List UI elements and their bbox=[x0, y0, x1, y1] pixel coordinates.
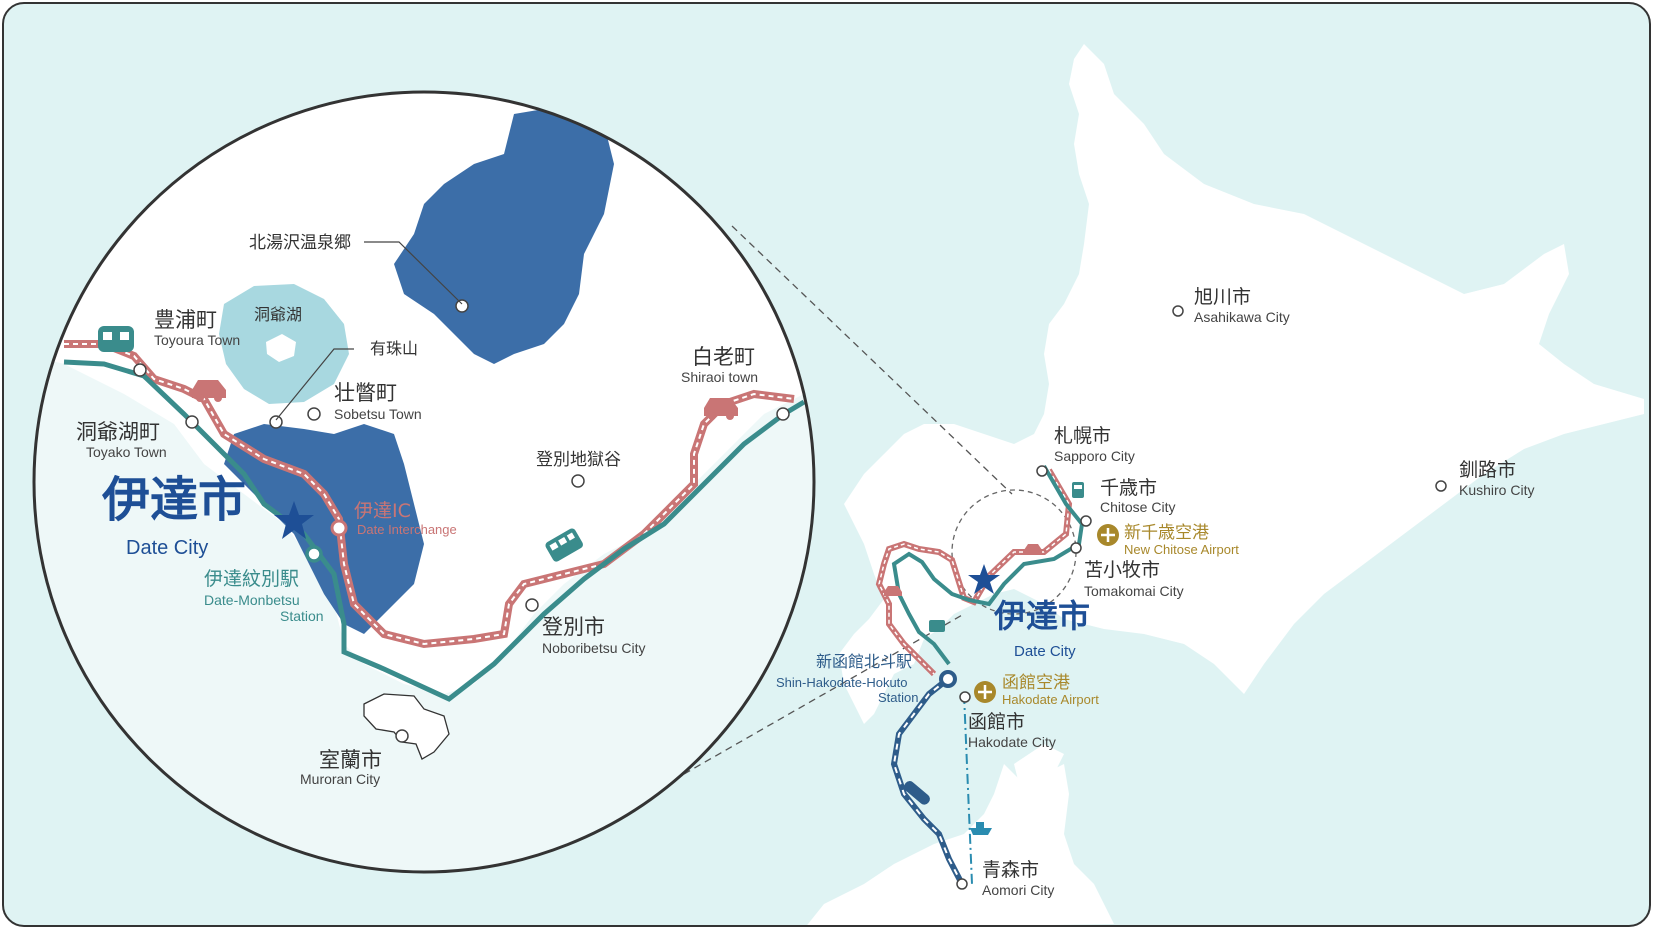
car-icon bbox=[1024, 544, 1042, 554]
aomori-jp: 青森市 bbox=[982, 859, 1039, 881]
date-ic-marker bbox=[330, 519, 348, 537]
date-monbetsu-jp: 伊達紋別駅 bbox=[204, 568, 299, 590]
usuzan-label: 有珠山 bbox=[370, 339, 418, 358]
shin-hakodate-station-marker bbox=[939, 670, 957, 688]
tomakomai-jp: 苫小牧市 bbox=[1084, 559, 1160, 581]
inset-date-city-en: Date City bbox=[126, 537, 208, 559]
date-monbetsu-marker bbox=[305, 545, 323, 563]
muroran-peninsula bbox=[363, 693, 450, 760]
sapporo-en: Sapporo City bbox=[1054, 448, 1135, 464]
date-monbetsu-en-1: Date-Monbetsu bbox=[204, 592, 300, 608]
chitose-en: Chitose City bbox=[1100, 499, 1175, 515]
new-chitose-jp: 新千歳空港 bbox=[1124, 523, 1209, 543]
honshu-landmass bbox=[807, 764, 1114, 925]
inset-sea bbox=[34, 354, 814, 872]
hakodate-airport-en: Hakodate Airport bbox=[1002, 692, 1099, 707]
inset-circle-border bbox=[32, 90, 816, 874]
toyako-jp: 洞爺湖町 bbox=[76, 420, 160, 444]
hakodate-en: Hakodate City bbox=[968, 734, 1056, 750]
noboribetsu-jp: 登別市 bbox=[542, 615, 605, 639]
car-icon bbox=[704, 398, 738, 420]
new-chitose-en: New Chitose Airport bbox=[1124, 542, 1239, 557]
sobetsu-jp: 壮瞥町 bbox=[334, 381, 397, 405]
connector-line-bottom bbox=[683, 613, 965, 775]
car-icon bbox=[884, 586, 902, 596]
hokkaido-landmass bbox=[839, 44, 1644, 724]
noboribetsu-en: Noboribetsu City bbox=[542, 640, 646, 656]
kitayuzawa-region bbox=[394, 109, 614, 364]
ship-icon bbox=[970, 822, 992, 835]
hokkaido-date-city-jp: 伊達市 bbox=[993, 597, 1090, 635]
hakodate-jp: 函館市 bbox=[968, 711, 1025, 733]
date-ic-en: Date Interchange bbox=[357, 522, 457, 537]
airport-icon bbox=[974, 681, 996, 703]
airport-icon bbox=[1097, 524, 1119, 546]
sapporo-jp: 札幌市 bbox=[1054, 425, 1111, 447]
date-ic-jp: 伊達IC bbox=[354, 500, 411, 522]
shimokita-peninsula bbox=[1014, 744, 1064, 794]
shin-hakodate-en-2: Station bbox=[878, 690, 918, 705]
kushiro-jp: 釧路市 bbox=[1459, 459, 1516, 481]
asahikawa-en: Asahikawa City bbox=[1194, 309, 1290, 325]
sobetsu-en: Sobetsu Town bbox=[334, 406, 422, 422]
star-marker-icon bbox=[274, 501, 314, 539]
train-icon bbox=[98, 326, 134, 352]
bus-icon bbox=[929, 620, 945, 632]
aomori-en: Aomori City bbox=[982, 882, 1054, 898]
train-icon bbox=[903, 781, 930, 805]
jigokudani-label: 登別地獄谷 bbox=[536, 450, 621, 470]
toyako-lake-label: 洞爺湖 bbox=[254, 305, 302, 324]
car-icon bbox=[192, 380, 226, 402]
shin-hakodate-en-1: Shin-Hakodate-Hokuto bbox=[776, 675, 908, 690]
inset-date-city-jp: 伊達市 bbox=[101, 472, 246, 528]
nakajima-island bbox=[266, 334, 296, 362]
shin-hakodate-jp: 新函館北斗駅 bbox=[816, 652, 912, 671]
toyoura-jp: 豊浦町 bbox=[154, 308, 217, 332]
toyako-en: Toyako Town bbox=[86, 444, 167, 460]
star-marker-icon bbox=[968, 564, 1000, 594]
inset-map: 北湯沢温泉郷 洞爺湖 有珠山 豊浦町 Toyoura Town 壮瞥町 Sobe… bbox=[32, 90, 816, 874]
usuzan-leader bbox=[275, 348, 354, 421]
muroran-jp: 室蘭市 bbox=[319, 748, 382, 772]
kitayuzawa-leader bbox=[364, 241, 463, 305]
shiraoi-jp: 白老町 bbox=[692, 345, 755, 369]
bus-icon bbox=[1072, 482, 1084, 498]
date-region bbox=[224, 424, 424, 634]
kushiro-en: Kushiro City bbox=[1459, 482, 1534, 498]
hakodate-airport-jp: 函館空港 bbox=[1002, 673, 1070, 693]
asahikawa-jp: 旭川市 bbox=[1194, 286, 1251, 308]
hokkaido-date-city-en: Date City bbox=[1014, 643, 1076, 660]
date-monbetsu-en-2: Station bbox=[280, 608, 324, 624]
muroran-en: Muroran City bbox=[300, 771, 380, 787]
shiraoi-en: Shiraoi town bbox=[681, 369, 758, 385]
toyoura-en: Toyoura Town bbox=[154, 332, 240, 348]
inset-rail bbox=[63, 359, 806, 702]
kitayuzawa-label: 北湯沢温泉郷 bbox=[249, 233, 351, 253]
map-canvas: 旭川市 Asahikawa City 札幌市 Sapporo City 千歳市 … bbox=[32, 44, 1644, 925]
connector-line-top bbox=[731, 225, 1013, 495]
chitose-jp: 千歳市 bbox=[1100, 477, 1157, 499]
ferry-route bbox=[963, 693, 973, 885]
bus-icon bbox=[545, 528, 583, 562]
tomakomai-en: Tomakomai City bbox=[1084, 583, 1184, 599]
